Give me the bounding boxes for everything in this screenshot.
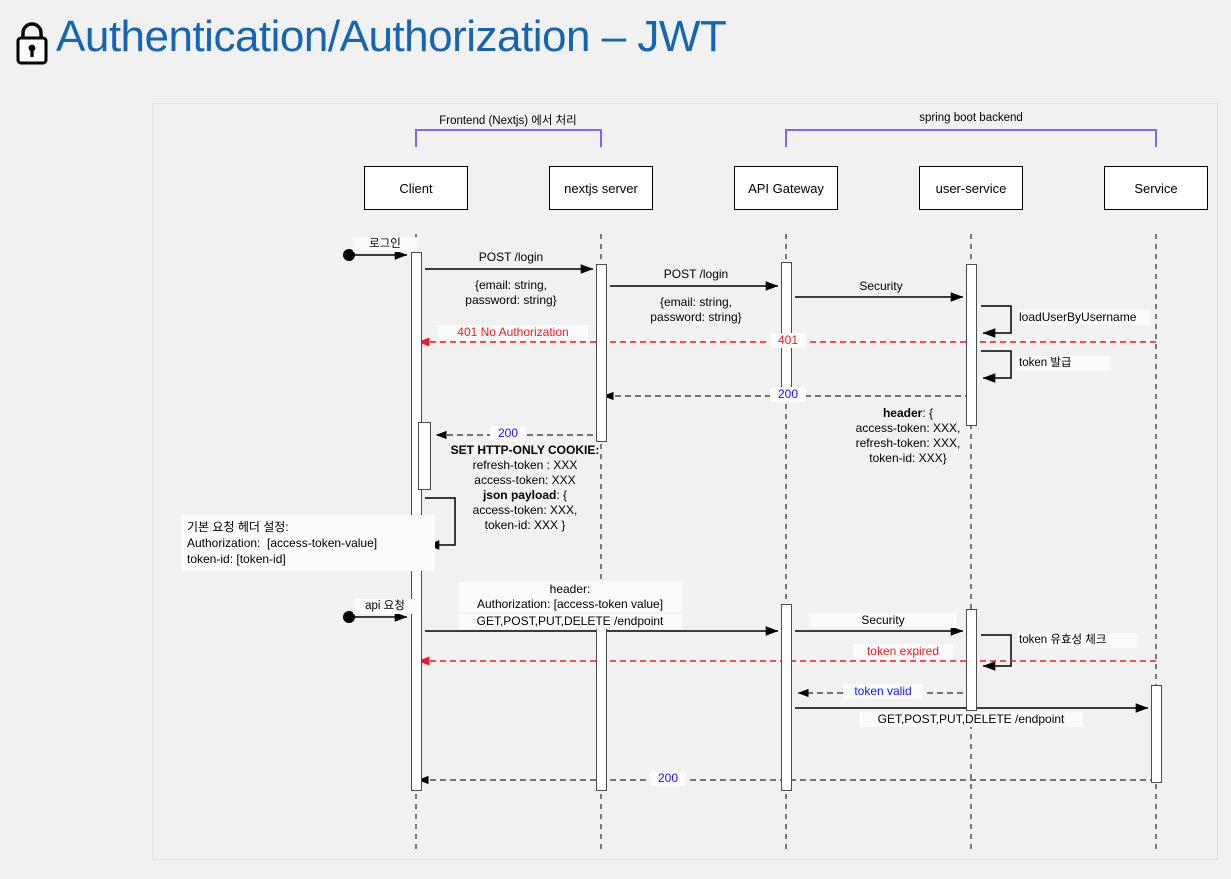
group-bracket-frontend	[415, 129, 602, 147]
message-note-credentials-2: {email: string, password: string}	[650, 295, 742, 324]
message-label-token-validity-check: token 유효성 체크	[1017, 633, 1137, 648]
message-label-token-issue: token 발급	[1017, 356, 1111, 371]
message-label-200-nextjs-to-client: 200	[490, 426, 526, 441]
participant-client[interactable]: Client	[364, 166, 468, 210]
lock-icon	[16, 22, 48, 65]
message-label-401: 401	[770, 333, 806, 348]
message-note-auth-header: header: Authorization: [access-token val…	[458, 582, 682, 612]
activation-userservice-login	[966, 264, 977, 426]
page-header: Authentication/Authorization – JWT	[0, 0, 1231, 96]
message-label-login: 로그인	[353, 237, 417, 252]
message-label-api-request: api 요청	[353, 599, 417, 614]
message-label-post-login-2: POST /login	[663, 267, 729, 281]
participant-label: Client	[399, 180, 433, 196]
participant-user-service[interactable]: user-service	[919, 166, 1023, 210]
activation-gateway-api	[781, 604, 792, 791]
participant-label: nextjs server	[564, 180, 638, 196]
message-label-load-user-by-username: loadUserByUsername	[1017, 310, 1151, 325]
participant-label: Service	[1134, 180, 1178, 196]
message-note-credentials-1: {email: string, password: string}	[465, 278, 557, 307]
note-default-request-header: 기본 요청 헤더 설정: Authorization: [access-toke…	[181, 515, 435, 571]
message-label-401-no-authorization: 401 No Authorization	[438, 325, 588, 340]
activation-client-nested	[418, 422, 431, 490]
message-note-set-cookie: SET HTTP-ONLY COOKIE:refresh-token : XXX…	[450, 443, 600, 532]
message-label-endpoint-request-1: GET,POST,PUT,DELETE /endpoint	[458, 614, 682, 629]
participant-nextjs-server[interactable]: nextjs server	[549, 166, 653, 210]
message-label-post-login-1: POST /login	[478, 250, 544, 264]
activation-nextjs-api	[596, 622, 607, 791]
sequence-diagram-frame: Client nextjs server API Gateway user-se…	[152, 103, 1218, 860]
participant-label: user-service	[935, 180, 1007, 196]
group-bracket-backend	[785, 129, 1157, 147]
message-label-endpoint-request-2: GET,POST,PUT,DELETE /endpoint	[859, 712, 1083, 727]
message-label-token-valid: token valid	[843, 684, 923, 699]
message-label-security-1: Security	[859, 279, 903, 293]
participant-service[interactable]: Service	[1104, 166, 1208, 210]
message-label-200-user-to-nextjs: 200	[770, 387, 806, 402]
message-label-security-2: Security	[809, 613, 957, 628]
activation-gateway-login	[781, 262, 792, 402]
message-label-200-final: 200	[650, 771, 686, 786]
activation-service	[1151, 685, 1162, 783]
participant-label: API Gateway	[748, 180, 824, 196]
group-label-backend: spring boot backend	[919, 112, 1023, 124]
activation-userservice-api	[966, 609, 977, 711]
participant-api-gateway[interactable]: API Gateway	[734, 166, 838, 210]
message-label-token-expired: token expired	[853, 644, 953, 659]
activation-nextjs-login	[596, 264, 607, 442]
diagram-canvas	[343, 129, 1157, 854]
message-note-header-tokens: header: {access-token: XXX,refresh-token…	[855, 406, 961, 465]
page-title: Authentication/Authorization – JWT	[56, 12, 727, 61]
group-label-frontend: Frontend (Nextjs) 에서 처리	[439, 115, 577, 127]
